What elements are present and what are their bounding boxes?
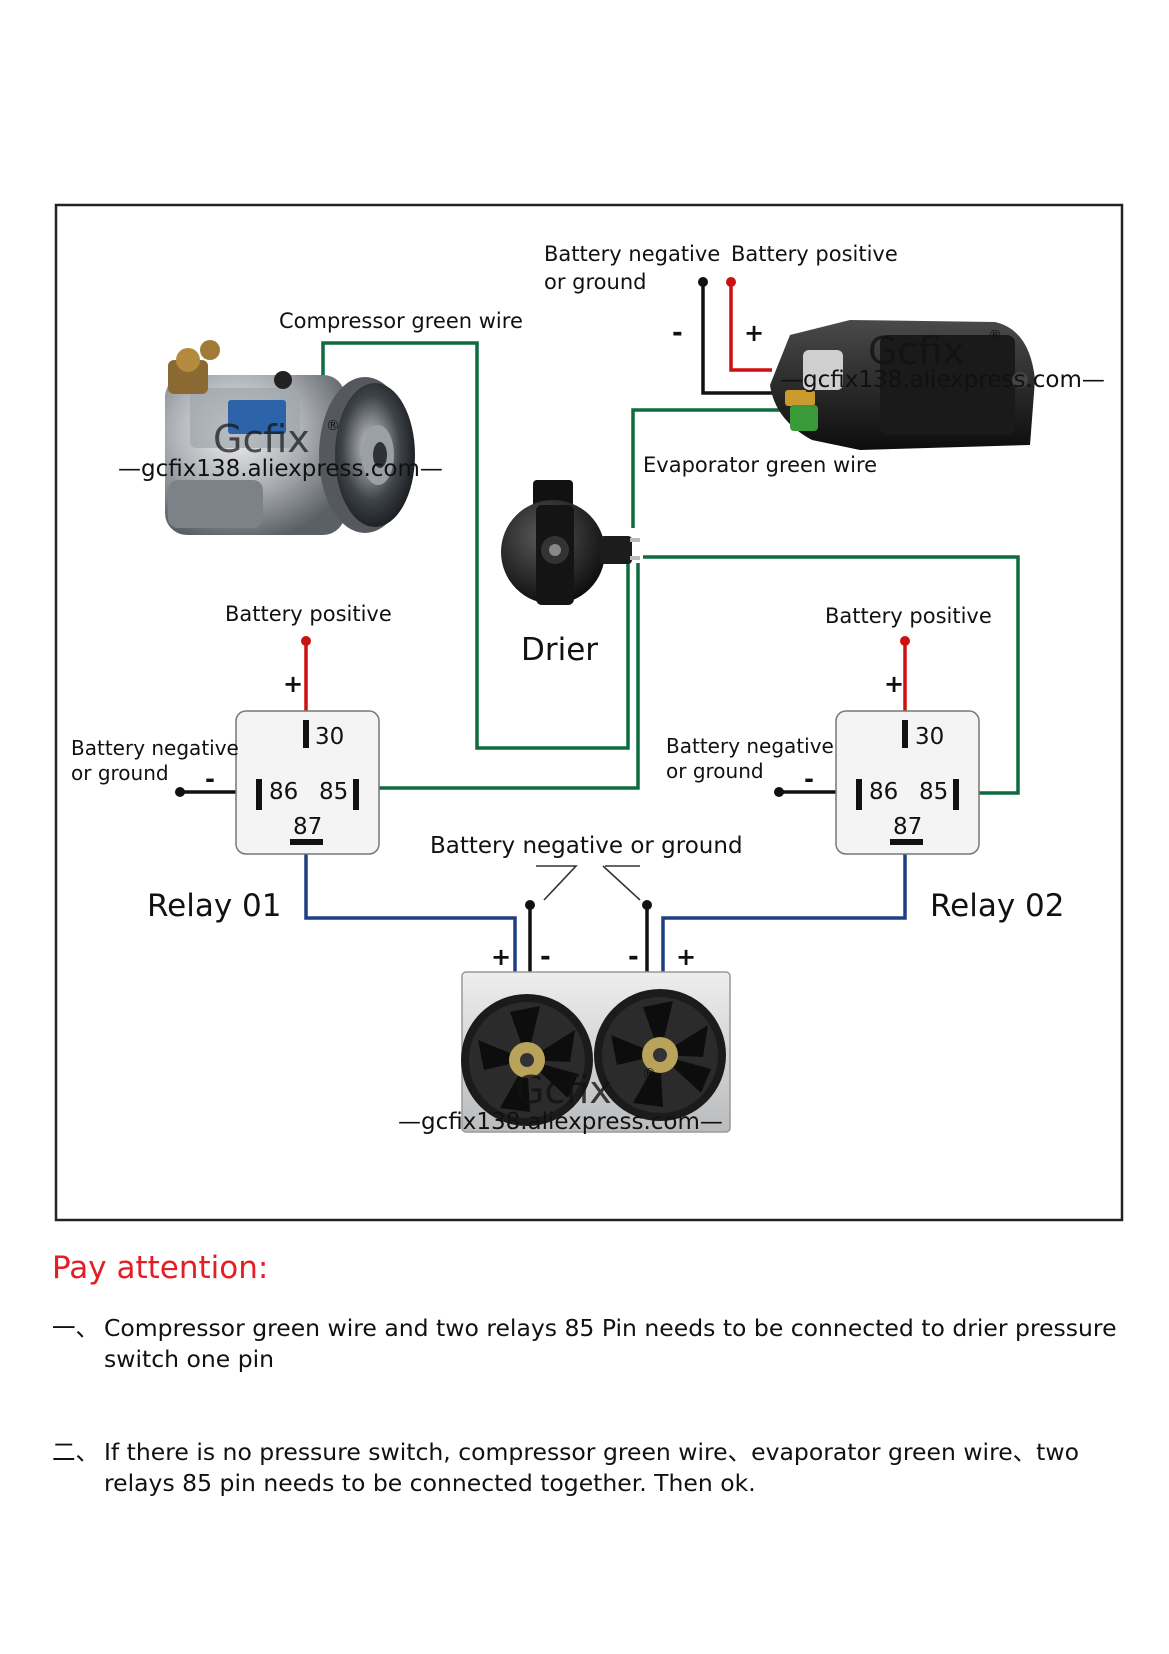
evaporator-or-ground-label: or ground [544,270,646,294]
evaporator-positive-terminal [726,277,736,287]
relay02-positive-terminal [900,636,910,646]
relay01-negative-label-line2: or ground [71,761,169,785]
compressor-green-wire-label: Compressor green wire [279,309,523,333]
evaporator-green-wire [631,408,783,528]
relay02-pin30: 30 [915,724,944,750]
relay01-battery-positive-label: Battery positive [225,602,392,626]
relay01-pin86: 86 [269,779,298,805]
attention-heading: Pay attention: [52,1250,269,1286]
relay01-87-to-fan-wire [304,842,517,990]
relay02-87-to-fan-wire [661,842,907,990]
relay02-plus-sign: + [884,670,904,698]
fan-right-ground-terminal [642,900,652,910]
relay01-negative-terminal [175,787,185,797]
relay01-minus-sign: - [205,765,215,793]
diagram-frame [54,203,1124,1222]
evaporator-green-wire-label: Evaporator green wire [643,453,877,477]
compressor-watermark-brand: Gcfix [213,417,310,461]
relay02-battery-positive-label: Battery positive [825,604,992,628]
relay01-title: Relay 01 [147,888,281,924]
registered-mark: ® [326,418,340,434]
evaporator-watermark-url: —gcfix138.aliexpress.com— [780,367,1105,393]
relay02-pin86: 86 [869,779,898,805]
evaporator-battery-negative-label: Battery negative [544,242,720,266]
evaporator-negative-terminal [698,277,708,287]
evaporator-negative-wire [701,282,780,395]
fan-right-minus-sign: - [628,942,639,972]
evaporator-plus-sign: + [744,319,764,347]
evaporator-positive-wire [729,282,772,372]
compressor-image [165,340,415,535]
compressor-watermark-url: —gcfix138.aliexpress.com— [118,456,443,482]
fan-left-minus-sign: - [540,942,551,972]
fan-left-ground-terminal [525,900,535,910]
drier-label: Drier [521,632,598,668]
relay01-body [235,710,380,855]
fans-ground-label: Battery negative or ground [430,833,743,859]
ground-label-pointer [602,865,641,901]
evaporator-minus-sign: - [672,318,683,348]
note-text: Compressor green wire and two relays 85 … [104,1314,1117,1373]
relay02-minus-sign: - [804,765,814,793]
relay01-positive-terminal [301,636,311,646]
radiator-fans-image [461,971,731,1133]
registered-mark: ® [988,328,1002,344]
note-item-1: 一、 Compressor green wire and two relays … [52,1313,1127,1375]
compressor-green-wire [321,341,630,750]
relay02-body [835,710,980,855]
drier-to-relay01-85-wire [355,563,640,790]
relay02-pin85: 85 [919,779,948,805]
registered-mark: ® [642,1066,656,1082]
relay02-pin87: 87 [893,814,922,840]
fan-left-plus-sign: + [491,943,511,971]
fan-right-plus-sign: + [676,943,696,971]
evaporator-battery-positive-label: Battery positive [731,242,898,266]
relay01-pin85: 85 [319,779,348,805]
note-text: If there is no pressure switch, compress… [104,1438,1079,1497]
fans-watermark-brand: Gcfix [515,1068,612,1112]
note-item-2: 二、 If there is no pressure switch, compr… [52,1437,1127,1499]
relay02-negative-terminal [774,787,784,797]
relay01-pin87: 87 [293,814,322,840]
note-number: 一、 [52,1314,99,1342]
drier-image [501,480,640,605]
note-number: 二、 [52,1438,99,1466]
drier-to-relay02-85-wire [643,555,1020,795]
fans-watermark-url: —gcfix138.aliexpress.com— [398,1109,723,1135]
relay02-negative-label-line2: or ground [666,759,764,783]
ground-label-pointer [536,865,578,901]
relay01-plus-sign: + [283,670,303,698]
relay02-negative-label-line1: Battery negative [666,734,834,758]
relay02-title: Relay 02 [930,888,1064,924]
relay01-pin30: 30 [315,724,344,750]
relay01-negative-label-line1: Battery negative [71,736,239,760]
evaporator-watermark-brand: Gcfix [868,329,965,373]
evaporator-image [770,320,1035,450]
